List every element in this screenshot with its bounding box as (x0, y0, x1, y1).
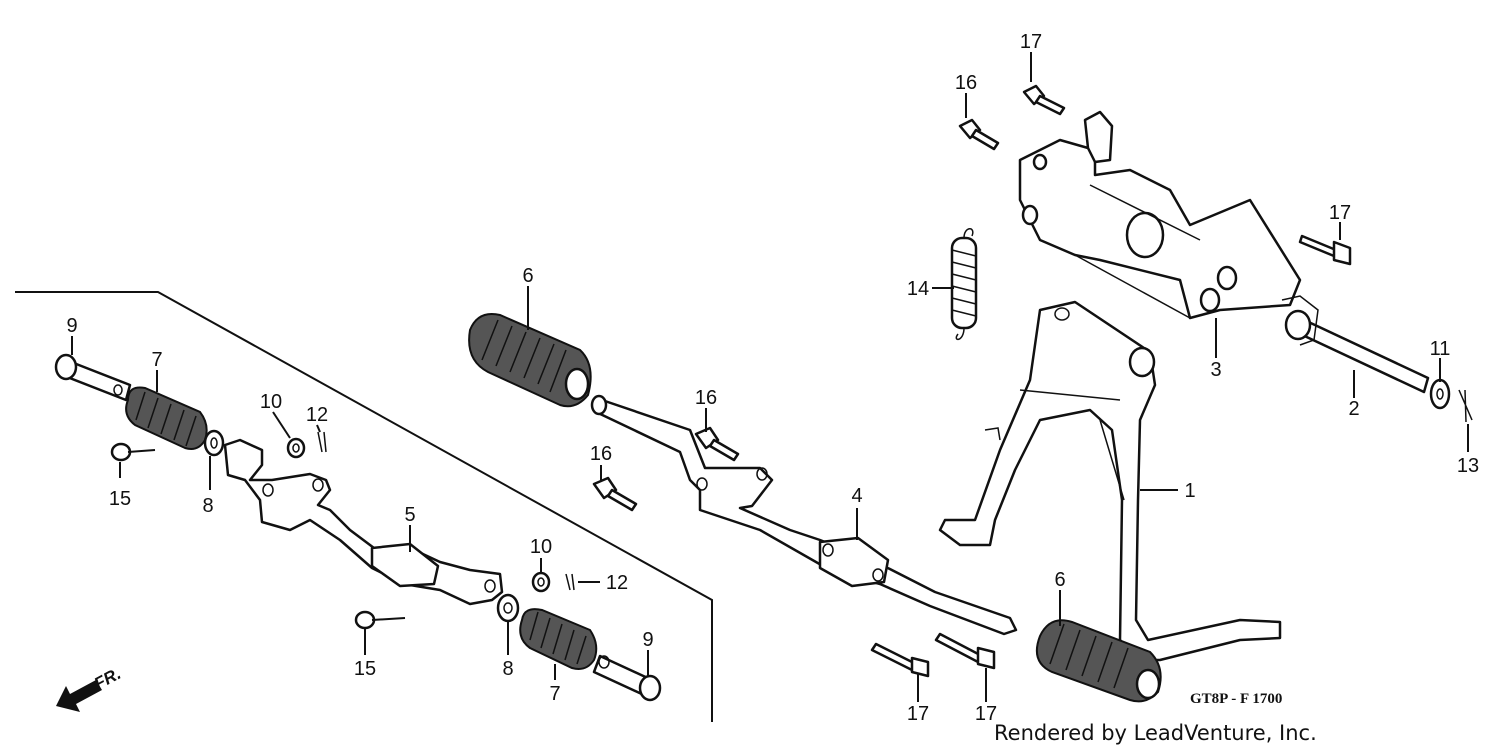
part-bolt-16-top[interactable] (958, 118, 1000, 151)
callout-4: 4 (851, 485, 862, 507)
part-footpeg-rubber-6-center[interactable] (468, 313, 592, 408)
callout-17: 17 (1329, 202, 1351, 224)
callout-11: 11 (1430, 338, 1451, 360)
leader-lines (71, 52, 1469, 702)
callout-17: 17 (907, 703, 929, 725)
part-spring-14[interactable] (950, 228, 978, 341)
part-pin-9-lower[interactable] (592, 654, 662, 702)
callout-13: 13 (1457, 455, 1479, 477)
part-nut-10-lower[interactable] (531, 571, 551, 593)
callout-1: 1 (1184, 480, 1195, 502)
callout-5: 5 (404, 504, 415, 526)
callout-8: 8 (202, 495, 213, 517)
part-cotter-pin-13[interactable] (1458, 389, 1473, 423)
callout-3: 3 (1210, 359, 1221, 381)
callout-12: 12 (606, 572, 628, 594)
part-step-bar-4[interactable] (590, 394, 1018, 636)
front-direction-indicator: FR. (56, 664, 124, 712)
part-cotter-pin-12-lower[interactable] (565, 573, 575, 591)
callout-2: 2 (1348, 398, 1359, 420)
callout-16: 16 (955, 72, 977, 94)
part-clevis-pin-15-lower[interactable] (354, 610, 406, 630)
callout-10: 10 (260, 391, 282, 413)
divider-line (15, 291, 713, 722)
part-footpeg-rubber-6-lower[interactable] (1036, 619, 1162, 703)
callout-6: 6 (1054, 569, 1065, 591)
part-cotter-pin-12-upper[interactable] (317, 431, 327, 453)
callout-7: 7 (151, 349, 162, 371)
callout-12: 12 (306, 404, 328, 426)
part-bolt-17-top[interactable] (1022, 84, 1066, 116)
callout-7: 7 (549, 683, 560, 705)
part-washer-8-upper[interactable] (203, 429, 225, 457)
part-step-bar-5[interactable] (223, 438, 504, 606)
callout-10: 10 (530, 536, 552, 558)
part-washer-11[interactable] (1429, 378, 1451, 410)
part-bracket-3[interactable] (1018, 110, 1302, 320)
part-footpeg-rubber-7-upper[interactable] (125, 386, 208, 450)
callout-16: 16 (695, 387, 717, 409)
callout-16: 16 (590, 443, 612, 465)
callout-15: 15 (109, 488, 131, 510)
part-washer-8-lower[interactable] (496, 593, 520, 623)
callout-15: 15 (354, 658, 376, 680)
callout-9: 9 (66, 315, 77, 337)
callout-17: 17 (975, 703, 997, 725)
callout-14: 14 (907, 278, 929, 300)
part-bolt-17-right[interactable] (1298, 234, 1352, 266)
callout-labels: 17 16 17 14 3 11 2 13 1 6 16 16 4 9 7 10… (66, 31, 1479, 725)
part-pin-9-upper[interactable] (54, 353, 132, 402)
credit-text: Rendered by LeadVenture, Inc. (994, 721, 1317, 745)
part-bolt-16-center-lower[interactable] (592, 476, 638, 512)
part-footpeg-rubber-7-lower[interactable] (519, 608, 598, 670)
part-nut-10-upper[interactable] (286, 437, 306, 459)
callout-6: 6 (522, 265, 533, 287)
part-bolt-17-lower-right[interactable] (934, 632, 996, 670)
part-clevis-pin-15-upper[interactable] (110, 442, 156, 462)
part-shaft-2[interactable] (1281, 295, 1430, 394)
part-bolt-16-center-upper[interactable] (694, 426, 740, 462)
drawing-code: GT8P - F 1700 (1190, 691, 1282, 707)
part-main-stand-1[interactable] (938, 300, 1282, 662)
part-bolt-17-lower-left[interactable] (870, 642, 930, 678)
callout-17: 17 (1020, 31, 1042, 53)
front-arrow-icon (56, 680, 102, 712)
callout-8: 8 (502, 658, 513, 680)
callout-9: 9 (642, 629, 653, 651)
